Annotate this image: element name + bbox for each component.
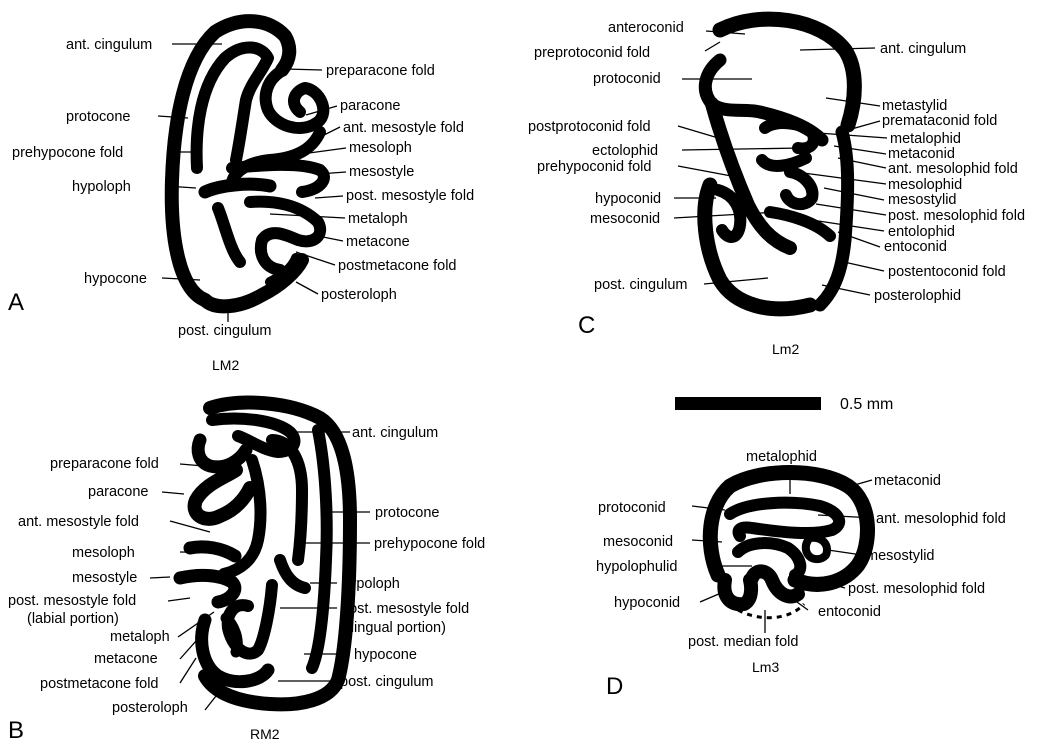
label-d-4: mesoconid xyxy=(603,534,673,550)
label-c-3: protoconid xyxy=(593,71,661,87)
label-d-5: mesostylid xyxy=(866,548,935,564)
panel-b: ant. cingulum preparacone fold paracone … xyxy=(8,403,485,744)
label-a-6: mesoloph xyxy=(349,140,412,156)
label-b-3: protocone xyxy=(375,505,440,521)
panel-letter-a: A xyxy=(8,289,24,316)
caption-d: Lm3 xyxy=(752,659,779,675)
label-a-8: hypoloph xyxy=(72,179,131,195)
caption-c: Lm2 xyxy=(772,341,799,357)
label-c-1: preprotoconid fold xyxy=(534,45,650,61)
panel-letter-c: C xyxy=(578,312,595,339)
tooth-outline-lm2 xyxy=(172,21,324,306)
label-c-6: postprotoconid fold xyxy=(528,119,651,135)
label-b-4: ant. mesostyle fold xyxy=(18,514,139,530)
label-b-8: mesostyle xyxy=(72,570,137,586)
label-b-0: ant. cingulum xyxy=(352,425,438,441)
label-c-18: entoconid xyxy=(884,239,947,255)
label-a-9: post. mesostyle fold xyxy=(346,188,474,204)
label-d-0: metalophid xyxy=(746,449,817,465)
label-c-16: mesoconid xyxy=(590,211,660,227)
caption-a: LM2 xyxy=(212,357,239,373)
panel-a: ant. cingulum preparacone fold protocone… xyxy=(8,21,474,373)
label-c-13: hypoconid xyxy=(595,191,661,207)
label-d-8: hypoconid xyxy=(614,595,680,611)
label-d-7: post. mesolophid fold xyxy=(848,581,985,597)
panel-letter-b: B xyxy=(8,717,24,744)
caption-b: RM2 xyxy=(250,726,280,742)
label-b-17: post. cingulum xyxy=(340,674,434,690)
label-d-6: hypolophulid xyxy=(596,559,677,575)
panel-letter-d: D xyxy=(606,673,623,700)
scale-bar-label: 0.5 mm xyxy=(840,396,893,413)
label-c-10: prehypoconid fold xyxy=(537,159,651,175)
label-b-1: preparacone fold xyxy=(50,456,159,472)
label-a-10: metaloph xyxy=(348,211,408,227)
label-c-8: ectolophid xyxy=(592,143,658,159)
label-b-14: metacone xyxy=(94,651,158,667)
labels-b: ant. cingulum preparacone fold paracone … xyxy=(8,425,485,716)
label-a-1: preparacone fold xyxy=(326,63,435,79)
label-a-13: hypocone xyxy=(84,271,147,287)
label-b-11: post. mesostyle fold xyxy=(341,601,469,617)
label-b-9: post. mesostyle fold xyxy=(8,593,136,609)
label-b-13: metaloph xyxy=(110,629,170,645)
label-a-14: posteroloph xyxy=(321,287,397,303)
label-c-11: ant. mesolophid fold xyxy=(888,161,1018,177)
label-a-15: post. cingulum xyxy=(178,323,272,339)
label-b-15: hypocone xyxy=(354,647,417,663)
label-a-12: postmetacone fold xyxy=(338,258,457,274)
label-d-10: post. median fold xyxy=(688,634,798,650)
label-c-4: metastylid xyxy=(882,98,947,114)
label-b-5: prehypocone fold xyxy=(374,536,485,552)
tooth-outline-lm2-lower xyxy=(705,19,855,309)
label-c-17: entolophid xyxy=(888,224,955,240)
label-b-12: (lingual portion) xyxy=(346,620,446,636)
label-c-15: post. mesolophid fold xyxy=(888,208,1025,224)
label-d-1: metaconid xyxy=(874,473,941,489)
label-b-6: mesoloph xyxy=(72,545,135,561)
label-c-12: mesolophid xyxy=(888,177,962,193)
label-d-2: protoconid xyxy=(598,500,666,516)
label-a-11: metacone xyxy=(346,234,410,250)
label-c-2: ant. cingulum xyxy=(880,41,966,57)
label-b-18: posteroloph xyxy=(112,700,188,716)
label-c-21: posterolophid xyxy=(874,288,961,304)
label-a-2: protocone xyxy=(66,109,131,125)
label-b-10: (labial portion) xyxy=(27,611,119,627)
label-c-20: post. cingulum xyxy=(594,277,688,293)
label-a-0: ant. cingulum xyxy=(66,37,152,53)
label-d-9: entoconid xyxy=(818,604,881,620)
tooth-outline-rm2 xyxy=(180,403,350,705)
label-c-7: metalophid xyxy=(890,131,961,147)
label-a-4: ant. mesostyle fold xyxy=(343,120,464,136)
panel-d: metalophid metaconid protoconid ant. mes… xyxy=(596,449,1006,700)
label-d-3: ant. mesolophid fold xyxy=(876,511,1006,527)
label-a-3: paracone xyxy=(340,98,400,114)
label-c-19: postentoconid fold xyxy=(888,264,1006,280)
panel-c: anteroconid preprotoconid fold ant. cing… xyxy=(528,19,1025,357)
label-b-2: paracone xyxy=(88,484,148,500)
label-c-9: metaconid xyxy=(888,146,955,162)
scale-bar: 0.5 mm xyxy=(675,396,893,413)
label-c-14: mesostylid xyxy=(888,192,957,208)
label-a-7: mesostyle xyxy=(349,164,414,180)
label-c-5: premataconid fold xyxy=(882,113,997,129)
label-b-16: postmetacone fold xyxy=(40,676,159,692)
label-a-5: prehypocone fold xyxy=(12,145,123,161)
label-b-7: hypoloph xyxy=(341,576,400,592)
scale-bar-line xyxy=(675,397,821,410)
label-c-0: anteroconid xyxy=(608,20,684,36)
